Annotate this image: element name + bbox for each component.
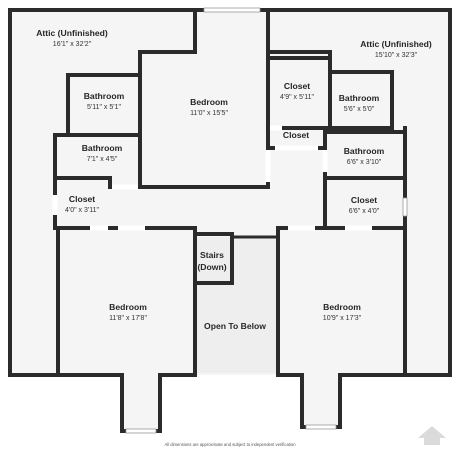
window-bay-left <box>125 428 157 434</box>
closet-left-dim: 4'0" x 3'11" <box>65 207 99 214</box>
floor-bay-left <box>122 373 160 431</box>
bedroom-top-name: Bedroom <box>190 97 228 107</box>
window-top <box>203 7 261 13</box>
outer-wall-left <box>8 8 124 377</box>
footnote: All dimensions are approximate and subje… <box>164 442 296 447</box>
bathroom-2-name: Bathroom <box>82 143 123 153</box>
bathroom-3-dim: 5'6" x 5'0" <box>344 106 375 113</box>
bathroom-4-walls <box>323 130 407 180</box>
labels: Attic (Unfinished) 16'1" x 32'2" Attic (… <box>36 28 432 331</box>
bedroom-right-dim: 10'9" x 17'3" <box>323 315 362 322</box>
watermark-logo <box>418 426 446 445</box>
bedroom-left-name: Bedroom <box>109 302 147 312</box>
closet-mid-name: Closet <box>283 130 309 140</box>
attic-left-inner-wall <box>138 8 197 54</box>
window-bay-right <box>305 424 337 430</box>
closet-top-dim: 4'9" x 5'11" <box>280 94 314 101</box>
bathroom-3-walls <box>328 70 394 130</box>
attic-right-dim: 15'10" x 32'3" <box>375 52 418 59</box>
bedroom-right-name: Bedroom <box>323 302 361 312</box>
openings <box>52 125 372 231</box>
stairs-walls <box>193 232 234 285</box>
closet-top-walls <box>266 56 332 130</box>
closet-right-name: Closet <box>351 195 377 205</box>
stairs-name-line2: (Down) <box>197 262 226 272</box>
bedroom-top-dim: 11'0" x 15'5" <box>190 110 228 117</box>
windows <box>125 7 408 434</box>
bedroom-top-walls <box>138 50 270 189</box>
bathroom-3-name: Bathroom <box>339 93 380 103</box>
closet-top-name: Closet <box>284 81 310 91</box>
window-closet-right <box>402 197 408 217</box>
attic-left-dim: 16'1" x 32'2" <box>53 41 92 48</box>
open-to-below-name: Open To Below <box>204 321 266 331</box>
bathroom-1-dim: 5'11" x 5'1" <box>87 104 121 111</box>
house-icon <box>418 426 446 438</box>
floor-bay-right <box>302 373 340 425</box>
bathroom-1-walls <box>66 73 142 137</box>
closet-left-name: Closet <box>69 194 95 204</box>
bathroom-1-name: Bathroom <box>84 91 125 101</box>
house-base-icon <box>424 438 440 445</box>
open-to-below-fill <box>195 237 277 373</box>
stairs-name-line1: Stairs <box>200 250 224 260</box>
bathroom-4-dim: 6'6" x 3'10" <box>347 159 382 166</box>
attic-left-name: Attic (Unfinished) <box>36 28 108 38</box>
bathroom-4-name: Bathroom <box>344 146 385 156</box>
bedroom-left-dim: 11'8" x 17'8" <box>109 315 147 322</box>
attic-right-name: Attic (Unfinished) <box>360 39 432 49</box>
bathroom-2-dim: 7'1" x 4'5" <box>87 156 118 163</box>
closet-right-dim: 6'6" x 4'0" <box>349 208 380 215</box>
